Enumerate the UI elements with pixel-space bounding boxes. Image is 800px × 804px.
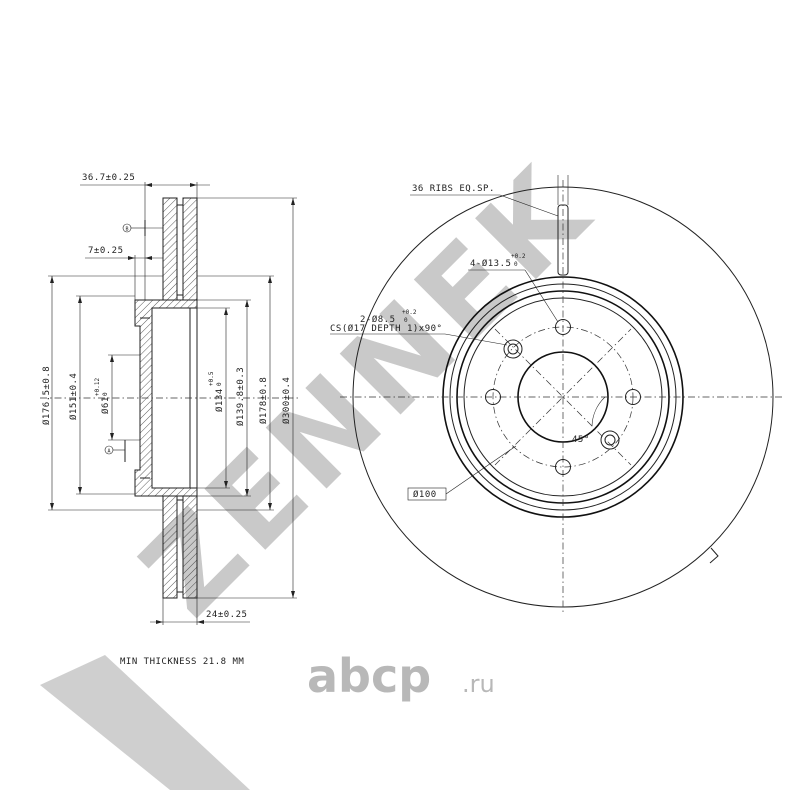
locating-hole-ul (507, 343, 519, 355)
abcp-logo-text: abcp (307, 649, 431, 703)
dim-d151: Ø151±0.4 (68, 295, 135, 495)
label-ribs: 36 RIBS EQ.SP. (412, 184, 495, 194)
dim-flange-thickness: 7±0.25 (88, 246, 124, 256)
label-d134-tol: +0.5 (208, 371, 215, 386)
abcp-logo: abcp .ru (307, 649, 495, 703)
dim-d178: Ø178±0.8 (197, 275, 274, 511)
label-pcd: Ø100 (413, 489, 437, 500)
outer-plate-lower-right (182, 495, 198, 599)
label-d139: Ø139.8±0.3 (235, 367, 246, 426)
dim-disc-thickness: 24±0.25 (206, 610, 247, 620)
dim-d139: Ø139.8±0.3 (197, 299, 251, 497)
label-d176: Ø176.5±0.8 (41, 366, 52, 425)
label-d61: Ø61 (100, 396, 111, 414)
rib-slot (557, 204, 569, 276)
label-bolt-holes: 4-Ø13.5 (470, 258, 511, 269)
outer-plate-upper-left (162, 197, 178, 301)
bolt-hole-top (555, 319, 571, 335)
label-angle: 45° (572, 435, 590, 445)
dim-d176: Ø176.5±0.8 (41, 275, 163, 511)
label-d61-tol2: 0 (102, 392, 109, 396)
label-bolt-holes-tol2: 0 (514, 261, 518, 268)
locating-hole-ul-cs (503, 339, 523, 359)
datum-b-label: B (125, 227, 128, 233)
outer-plate-lower-left (162, 495, 178, 599)
bolt-hole-bottom (555, 459, 571, 475)
outer-plate-upper-right (182, 197, 198, 301)
label-locating-holes: 2-Ø8.5 (360, 314, 396, 325)
label-locating-holes-tol: +0.2 (402, 309, 417, 316)
label-d151: Ø151±0.4 (68, 373, 79, 420)
side-section-view: 36.7±0.25 B 7±0.25 Ø176.5±0.8 Ø151±0. (40, 173, 300, 667)
abcp-logo-tld: .ru (462, 670, 495, 698)
locating-hole-lr-cs (600, 430, 620, 450)
dim-d61: Ø61 +0.12 0 (94, 354, 140, 441)
locating-hole-lr (604, 434, 616, 446)
label-d300: Ø300±0.4 (281, 377, 292, 424)
dim-d300: Ø300±0.4 (197, 197, 297, 599)
label-bolt-holes-tol: +0.2 (511, 253, 526, 260)
min-thickness-note: MIN THICKNESS 21.8 MM (120, 657, 244, 667)
datum-a-label: A (107, 449, 110, 455)
label-countersink: CS(Ø17 DEPTH 1)x90° (330, 323, 442, 334)
watermark-swoosh (40, 655, 250, 790)
bolt-hole-right (625, 389, 641, 405)
label-d61-tol: +0.12 (94, 378, 101, 396)
dim-d134: Ø134 +0.5 0 (197, 307, 230, 489)
label-d134: Ø134 (214, 388, 225, 412)
bolt-hole-left (485, 389, 501, 405)
diag-centerline-1 (494, 328, 632, 466)
front-view: 36 RIBS EQ.SP. 4-Ø13.5 +0.2 0 2-Ø8.5 +0.… (330, 175, 785, 612)
label-locating-holes-tol2: 0 (404, 317, 408, 324)
label-d134-tol2: 0 (216, 382, 223, 386)
label-d178: Ø178±0.8 (258, 377, 269, 424)
rotation-arrow-icon (709, 547, 719, 564)
dim-overall-width: 36.7±0.25 (82, 173, 135, 183)
